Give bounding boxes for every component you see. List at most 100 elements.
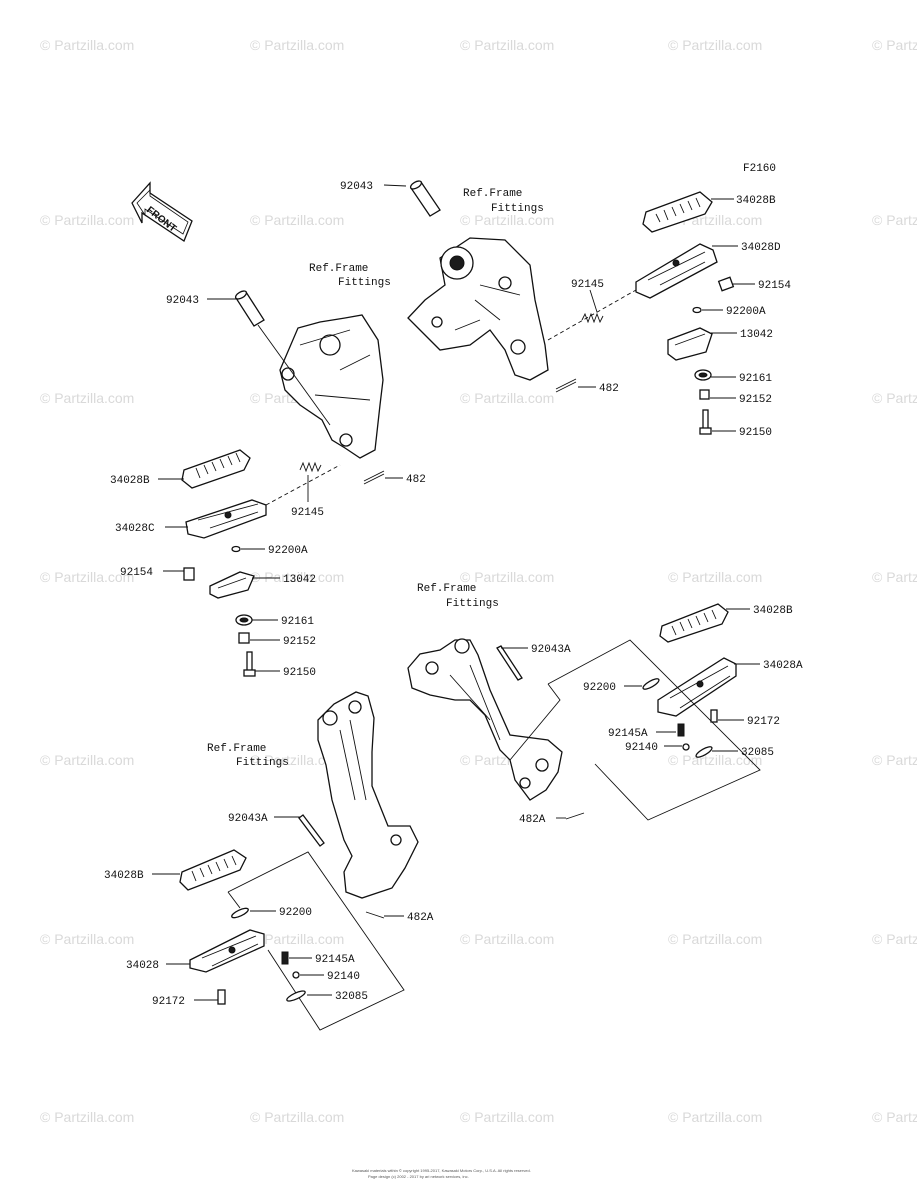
- watermark: © Partzilla.com: [40, 212, 134, 228]
- washer-92200-lower-left: [231, 907, 249, 919]
- watermark: © Partzilla.com: [460, 390, 554, 406]
- watermark: © Partzilla.com: [250, 569, 344, 585]
- ref-fittings-label: Fittings: [338, 277, 391, 289]
- footpeg-rubber-34028B-upper-left: [181, 449, 251, 489]
- ref-frame-label: Ref.Frame: [207, 743, 266, 755]
- part-label-92043: 92043: [166, 295, 199, 307]
- part-label-92172: 92172: [152, 996, 185, 1008]
- damper-92161-upper-left: [235, 614, 253, 626]
- part-label-34028B: 34028B: [110, 475, 150, 487]
- lower-right-bracket: [407, 638, 563, 801]
- ball-92140-lower-left: [292, 971, 300, 979]
- footpeg-rubber-34028B-upper-right: [642, 191, 713, 233]
- part-label-34028B: 34028B: [736, 195, 776, 207]
- watermark: © Partzilla.com: [40, 37, 134, 53]
- part-label-92200A: 92200A: [268, 545, 308, 557]
- watermark: © Partzilla.com: [40, 569, 134, 585]
- group-outline-lower-right: [509, 639, 761, 821]
- part-label-34028B: 34028B: [753, 605, 793, 617]
- ref-fittings-label: Fittings: [446, 598, 499, 610]
- spring-92145A-lower-left: [281, 951, 289, 965]
- watermark: © Partzilla.com: [460, 569, 554, 585]
- plate-32085-lower-right: [695, 746, 713, 758]
- part-label-92145: 92145: [291, 507, 324, 519]
- watermark: © Partzilla.com: [40, 1109, 134, 1125]
- watermark: © Partzilla.com: [872, 37, 917, 53]
- pin-92043-upper-left: [234, 290, 265, 327]
- bolt-92172-lower-left: [217, 989, 226, 1005]
- part-label-32085: 32085: [335, 991, 368, 1003]
- part-label-92172: 92172: [747, 716, 780, 728]
- part-label-92200: 92200: [279, 907, 312, 919]
- part-label-92145: 92145: [571, 279, 604, 291]
- watermark: © Partzilla.com: [872, 390, 917, 406]
- ball-92140-lower-right: [682, 743, 690, 751]
- pin-92043A-lower-right: [496, 645, 523, 681]
- part-label-92043: 92043: [340, 181, 373, 193]
- spring-92145-upper-left: [299, 461, 322, 473]
- part-label-92154: 92154: [758, 280, 791, 292]
- part-label-92154: 92154: [120, 567, 153, 579]
- watermark: © Partzilla.com: [872, 1109, 917, 1125]
- part-label-92152: 92152: [283, 636, 316, 648]
- bolt-92154-upper-right: [717, 276, 735, 292]
- watermark: © Partzilla.com: [872, 212, 917, 228]
- cotter-pin-482-upper-left: [363, 470, 385, 485]
- bolt-92150-upper-right: [699, 409, 712, 435]
- footpeg-34028D: [635, 243, 718, 299]
- part-label-34028: 34028: [126, 960, 159, 972]
- watermark: © Partzilla.com: [668, 931, 762, 947]
- watermark: © Partzilla.com: [668, 752, 762, 768]
- part-label-13042: 13042: [283, 574, 316, 586]
- watermark: © Partzilla.com: [250, 752, 344, 768]
- watermark: © Partzilla.com: [668, 1109, 762, 1125]
- washer-92200A-upper-right: [692, 306, 702, 314]
- footpeg-34028: [189, 929, 265, 973]
- watermark: © Partzilla.com: [872, 931, 917, 947]
- lower-left-bracket: [317, 691, 419, 899]
- cotter-pin-482A-lower-right: [565, 812, 585, 820]
- washer-92200-lower-right: [642, 678, 660, 690]
- part-label-92161: 92161: [281, 616, 314, 628]
- collar-92152-upper-left: [238, 632, 250, 644]
- watermark: © Partzilla.com: [250, 931, 344, 947]
- part-label-482A: 482A: [407, 912, 434, 924]
- spring-92145A-lower-right: [677, 723, 685, 737]
- part-label-34028D: 34028D: [741, 242, 781, 254]
- bolt-92172-lower-right: [710, 709, 718, 723]
- copyright-line-2: Page design (c) 2002 - 2017 by ari netwo…: [368, 1174, 469, 1179]
- part-label-13042: 13042: [740, 329, 773, 341]
- part-label-92043A: 92043A: [531, 644, 571, 656]
- watermark: © Partzilla.com: [668, 569, 762, 585]
- watermark: © Partzilla.com: [250, 212, 344, 228]
- part-label-92150: 92150: [739, 427, 772, 439]
- part-label-92145A: 92145A: [315, 954, 355, 966]
- watermark: © Partzilla.com: [40, 931, 134, 947]
- watermark: © Partzilla.com: [250, 37, 344, 53]
- watermark: © Partzilla.com: [460, 212, 554, 228]
- part-label-92200: 92200: [583, 682, 616, 694]
- plate-13042-upper-right: [667, 327, 713, 361]
- footpeg-34028A: [657, 657, 737, 717]
- part-label-92140: 92140: [625, 742, 658, 754]
- spring-92145-upper-right: [581, 312, 604, 324]
- watermark: © Partzilla.com: [40, 752, 134, 768]
- damper-92161-upper-right: [694, 369, 712, 381]
- group-outline-lower-left: [227, 851, 405, 1031]
- part-label-92152: 92152: [739, 394, 772, 406]
- part-label-92200A: 92200A: [726, 306, 766, 318]
- ref-frame-label: Ref.Frame: [417, 583, 476, 595]
- plate-13042-upper-left: [209, 571, 255, 599]
- ref-frame-label: Ref.Frame: [309, 263, 368, 275]
- diagram-code: F2160: [743, 163, 776, 175]
- part-label-482: 482: [406, 474, 426, 486]
- watermark: © Partzilla.com: [460, 931, 554, 947]
- upper-right-bracket: [407, 237, 549, 381]
- ref-fittings-label: Fittings: [491, 203, 544, 215]
- watermark: © Partzilla.com: [872, 569, 917, 585]
- ref-fittings-label: Fittings: [236, 757, 289, 769]
- part-label-92043A: 92043A: [228, 813, 268, 825]
- washer-92200A-upper-left: [231, 545, 241, 553]
- cotter-pin-482A-lower-left: [365, 911, 385, 919]
